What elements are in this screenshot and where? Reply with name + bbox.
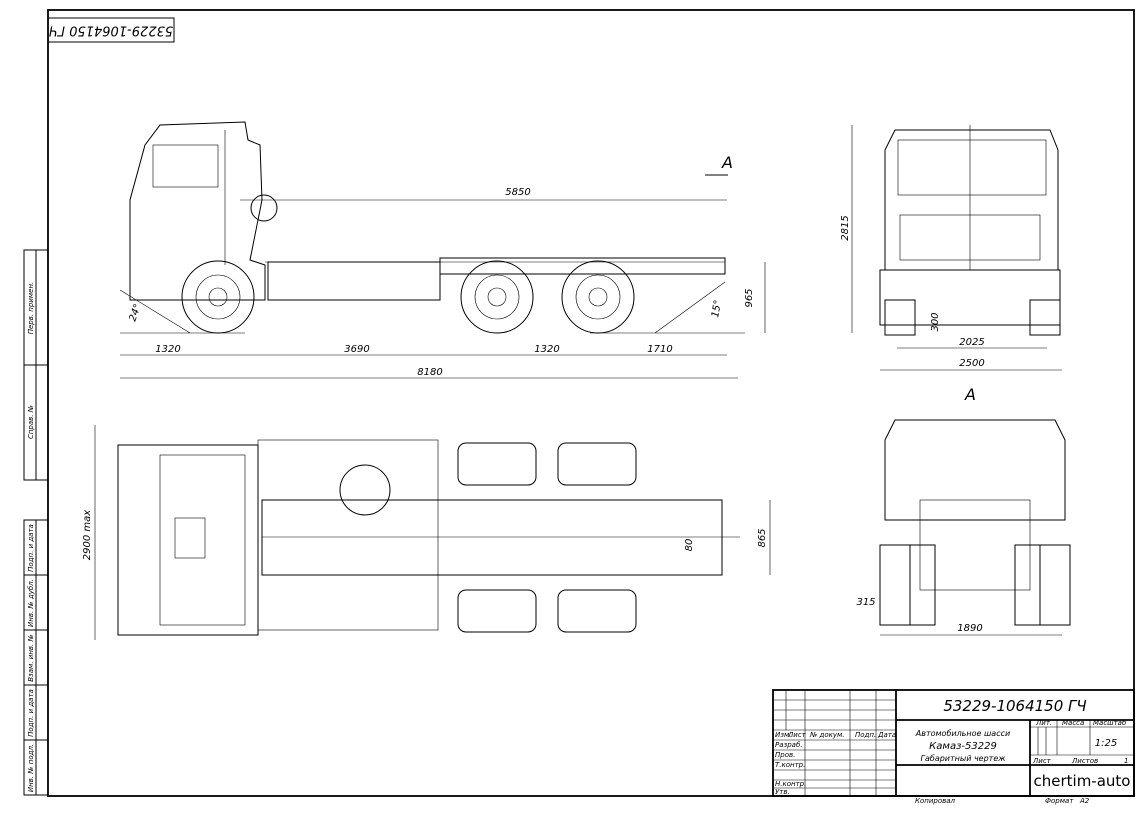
lit-label: Лит. bbox=[1035, 719, 1052, 727]
role-label: Утв. bbox=[775, 788, 790, 796]
role-label: Пров. bbox=[775, 751, 795, 759]
dim-8180: 8180 bbox=[417, 367, 442, 378]
dim-1890: 1890 bbox=[957, 623, 982, 634]
col-header: Подп. bbox=[855, 731, 876, 739]
copied-label: Копировал bbox=[915, 797, 956, 805]
title-block: 53229-1064150 ГЧ Изм. Лист № докум. Подп… bbox=[772, 689, 1135, 805]
dim-1710: 1710 bbox=[647, 344, 672, 355]
top-view: 2900 max 865 80 bbox=[82, 425, 771, 640]
stamp-text: 53229-1064150 ГЧ bbox=[49, 23, 173, 38]
sheets-value: 1 bbox=[1124, 757, 1128, 765]
dim-1320: 1320 bbox=[534, 344, 559, 355]
name-line: Автомобильное шасси bbox=[915, 729, 1010, 738]
name-line: Камаз-53229 bbox=[929, 741, 997, 752]
rotated-stamp: 53229-1064150 ГЧ bbox=[47, 17, 175, 43]
mass-label: Масса bbox=[1062, 719, 1084, 727]
role-label: Н.контр. bbox=[775, 780, 806, 788]
strip-label: Перв. примен. bbox=[27, 282, 35, 335]
dim-angle-15: 15° bbox=[710, 299, 724, 318]
drawing-designation: 53229-1064150 ГЧ bbox=[943, 697, 1086, 715]
side-view: 5850 1320 3690 1320 1710 8180 965 24° 15… bbox=[119, 121, 766, 379]
dim-2500: 2500 bbox=[959, 358, 984, 369]
dim-965: 965 bbox=[744, 288, 755, 307]
strip-label: Взам. инв. № bbox=[27, 634, 35, 682]
col-header: Изм. bbox=[775, 731, 791, 739]
side-strip: Перв. примен. Справ. № Подп. и дата Инв.… bbox=[23, 249, 49, 796]
strip-label: Подп. и дата bbox=[27, 524, 35, 572]
section-mark-a: A bbox=[721, 153, 733, 172]
dim-1320: 1320 bbox=[155, 344, 180, 355]
organization: chertim-auto bbox=[1034, 772, 1131, 790]
rear-view: A 1890 315 bbox=[856, 385, 1071, 636]
strip-label: Инв. № дубл. bbox=[27, 579, 35, 627]
strip-label: Справ. № bbox=[27, 405, 35, 439]
col-header: Лист bbox=[787, 731, 807, 739]
col-header: № докум. bbox=[809, 731, 845, 739]
sheets-label: Листов bbox=[1071, 757, 1098, 765]
dim-865: 865 bbox=[757, 528, 768, 547]
dim-300: 300 bbox=[930, 312, 941, 331]
dim-80: 80 bbox=[684, 539, 695, 552]
sheet-label: Лист bbox=[1032, 757, 1052, 765]
format-value: А2 bbox=[1079, 797, 1090, 805]
scale-value: 1:25 bbox=[1095, 738, 1117, 749]
dim-2025: 2025 bbox=[959, 337, 984, 348]
strip-label: Инв. № подл. bbox=[27, 744, 35, 792]
scale-label: Масштаб bbox=[1093, 719, 1127, 727]
dim-2815: 2815 bbox=[840, 215, 851, 240]
dim-3690: 3690 bbox=[344, 344, 369, 355]
view-label-a: A bbox=[964, 385, 976, 404]
col-header: Дата bbox=[877, 731, 896, 739]
format-label: Формат bbox=[1045, 797, 1074, 805]
dim-angle-24: 24° bbox=[127, 303, 143, 323]
dim-5850: 5850 bbox=[505, 187, 530, 198]
role-label: Разраб. bbox=[775, 741, 803, 749]
dim-2900-max: 2900 max bbox=[82, 510, 93, 560]
dim-315: 315 bbox=[856, 597, 875, 608]
front-view: 2815 300 2025 2500 bbox=[840, 125, 1062, 371]
strip-label: Подп. и дата bbox=[27, 689, 35, 737]
name-line: Габаритный чертеж bbox=[921, 754, 1007, 763]
role-label: Т.контр. bbox=[775, 761, 805, 769]
